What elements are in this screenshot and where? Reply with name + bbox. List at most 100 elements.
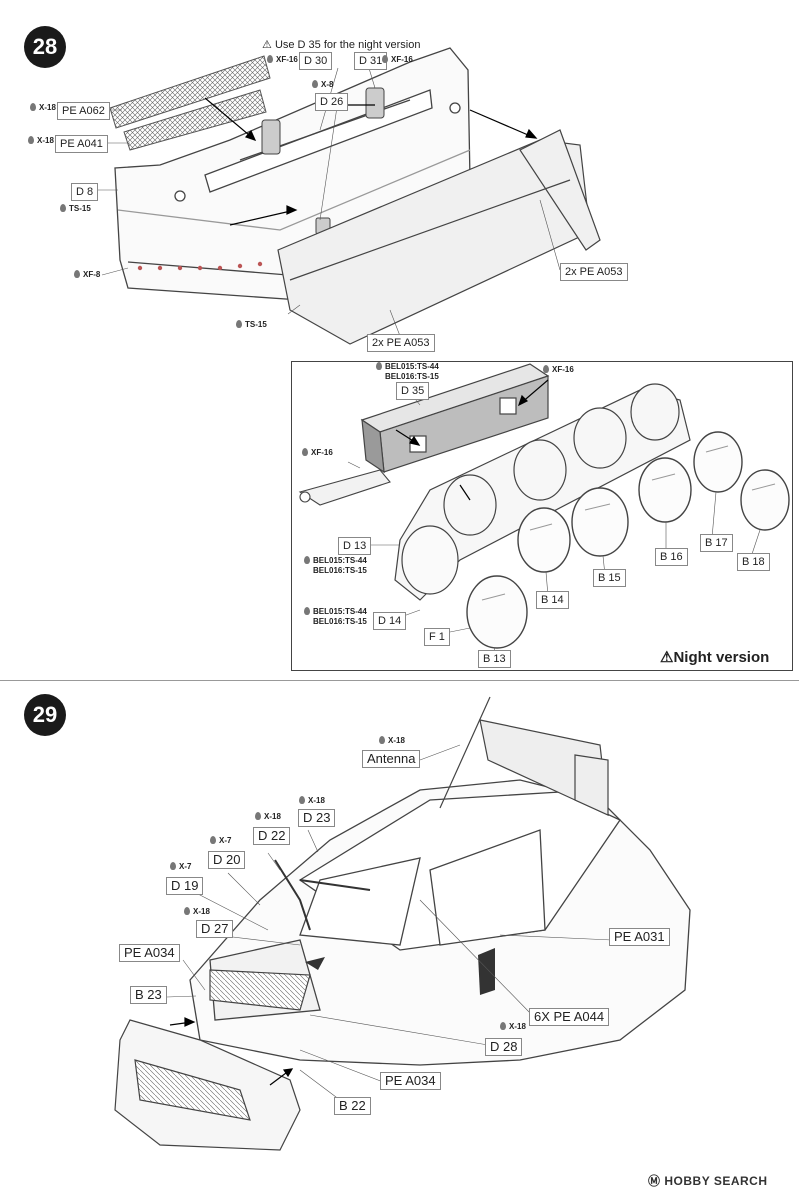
part-label-pe-a044: 6X PE A044	[529, 1008, 610, 1026]
paint-callout: BEL016:TS-15	[313, 566, 367, 575]
light-frame	[394, 383, 691, 601]
paint-drop-icon	[236, 320, 242, 328]
paint-drop-icon	[304, 607, 310, 615]
part-label-f1: F 1	[424, 628, 450, 646]
part-label-d28: D 28	[485, 1038, 523, 1056]
part-label-b14: B 14	[536, 591, 569, 609]
part-label-d31: D 31	[354, 52, 388, 70]
part-label-d13: D 13	[338, 537, 372, 555]
step-number-badge: 29	[24, 694, 66, 736]
part-label-d27: D 27	[196, 920, 234, 938]
antenna-wire	[439, 696, 491, 809]
paint-callout: BEL015:TS-44	[304, 607, 367, 617]
paint-callout: BEL015:TS-44	[376, 362, 439, 372]
part-label-pe-a034: PE A034	[119, 944, 180, 962]
paint-callout: X-18	[500, 1022, 526, 1032]
night-version-title: ⚠Night version	[660, 649, 770, 666]
step-number-badge: 28	[24, 26, 66, 68]
paint-drop-icon	[312, 80, 318, 88]
lens-highlights	[481, 445, 776, 601]
paint-callout: TS-15	[60, 204, 91, 214]
part-label-b15: B 15	[593, 569, 626, 587]
part-label-pe-a031: PE A031	[609, 928, 670, 946]
paint-drop-icon	[500, 1022, 506, 1030]
car-body-shell	[189, 779, 691, 1066]
part-label-d14: D 14	[373, 612, 407, 630]
lens-set	[466, 431, 790, 649]
part-label-pe-a053: 2x PE A053	[367, 334, 435, 352]
part-label-d22: D 22	[253, 827, 291, 845]
side-vents	[305, 948, 495, 995]
paint-drop-icon	[60, 204, 66, 212]
part-label-b17: B 17	[700, 534, 733, 552]
part-label-d30: D 30	[299, 52, 333, 70]
part-label-pe-a053: 2x PE A053	[560, 263, 628, 281]
night-version-note: ⚠ Use D 35 for the night version	[262, 39, 420, 52]
light-bar-housing	[360, 363, 550, 474]
paint-drop-icon	[210, 836, 216, 844]
part-label-d26: D 26	[315, 93, 349, 111]
paint-callout: XF-16	[543, 365, 574, 375]
front-bumper-assembly	[114, 969, 311, 1151]
paint-callout: BEL016:TS-15	[313, 617, 367, 626]
assembly-arrows	[395, 379, 549, 501]
night-version-panel	[291, 361, 793, 671]
part-label-antenna: Antenna	[362, 750, 421, 768]
paint-drop-icon	[299, 796, 305, 804]
paint-callout: X-18	[184, 907, 210, 917]
paint-drop-icon	[74, 270, 80, 278]
paint-drop-icon	[382, 55, 388, 63]
part-label-pe-a041: PE A041	[55, 135, 108, 153]
paint-callout: X-7	[170, 862, 191, 872]
part-label-b18: B 18	[737, 553, 770, 571]
assembly-arrows	[204, 97, 538, 226]
watermark-logo: Ⓜ HOBBY SEARCH	[648, 1174, 768, 1188]
paint-callout: X-18	[28, 136, 54, 146]
paint-drop-icon	[302, 448, 308, 456]
warning-icon: ⚠	[660, 649, 674, 666]
rear-wing	[479, 719, 609, 816]
paint-callout: BEL015:TS-44	[304, 556, 367, 566]
paint-callout: X-18	[255, 812, 281, 822]
paint-drop-icon	[304, 556, 310, 564]
paint-callout: X-18	[30, 103, 56, 113]
assembly-arrows	[169, 1017, 294, 1086]
wipers	[274, 859, 371, 931]
part-label-b22: B 22	[334, 1097, 371, 1115]
part-label-b16: B 16	[655, 548, 688, 566]
paint-callout: XF-16	[382, 55, 413, 65]
paint-drop-icon	[267, 55, 273, 63]
part-label-b13: B 13	[478, 650, 511, 668]
paint-callout: X-8	[312, 80, 333, 90]
part-label-pe-a034: PE A034	[380, 1072, 441, 1090]
paint-callout: XF-16	[302, 448, 333, 458]
paint-callout: X-18	[299, 796, 325, 806]
front-splitter	[277, 129, 601, 345]
light-bracket	[298, 469, 391, 506]
paint-callout: X-18	[379, 736, 405, 746]
paint-drop-icon	[30, 103, 36, 111]
paint-callout: XF-16	[267, 55, 298, 65]
warning-icon: ⚠	[262, 39, 272, 51]
paint-drop-icon	[184, 907, 190, 915]
paint-callout: BEL016:TS-15	[385, 372, 439, 381]
part-label-d20: D 20	[208, 851, 246, 869]
paint-drop-icon	[379, 736, 385, 744]
hobbysearch-logo-icon: Ⓜ	[648, 1174, 661, 1188]
part-label-pe-a062: PE A062	[57, 102, 110, 120]
part-label-d23: D 23	[298, 809, 336, 827]
paint-drop-icon	[255, 812, 261, 820]
part-label-d35: D 35	[396, 382, 430, 400]
paint-callout: XF-8	[74, 270, 100, 280]
grille-mesh	[109, 55, 271, 151]
step-divider	[0, 680, 799, 681]
paint-callout: TS-15	[236, 320, 267, 330]
paint-drop-icon	[543, 365, 549, 373]
part-label-d8: D 8	[71, 183, 99, 201]
paint-drop-icon	[170, 862, 176, 870]
note-text: Use D 35 for the night version	[274, 39, 421, 51]
paint-callout: X-7	[210, 836, 231, 846]
